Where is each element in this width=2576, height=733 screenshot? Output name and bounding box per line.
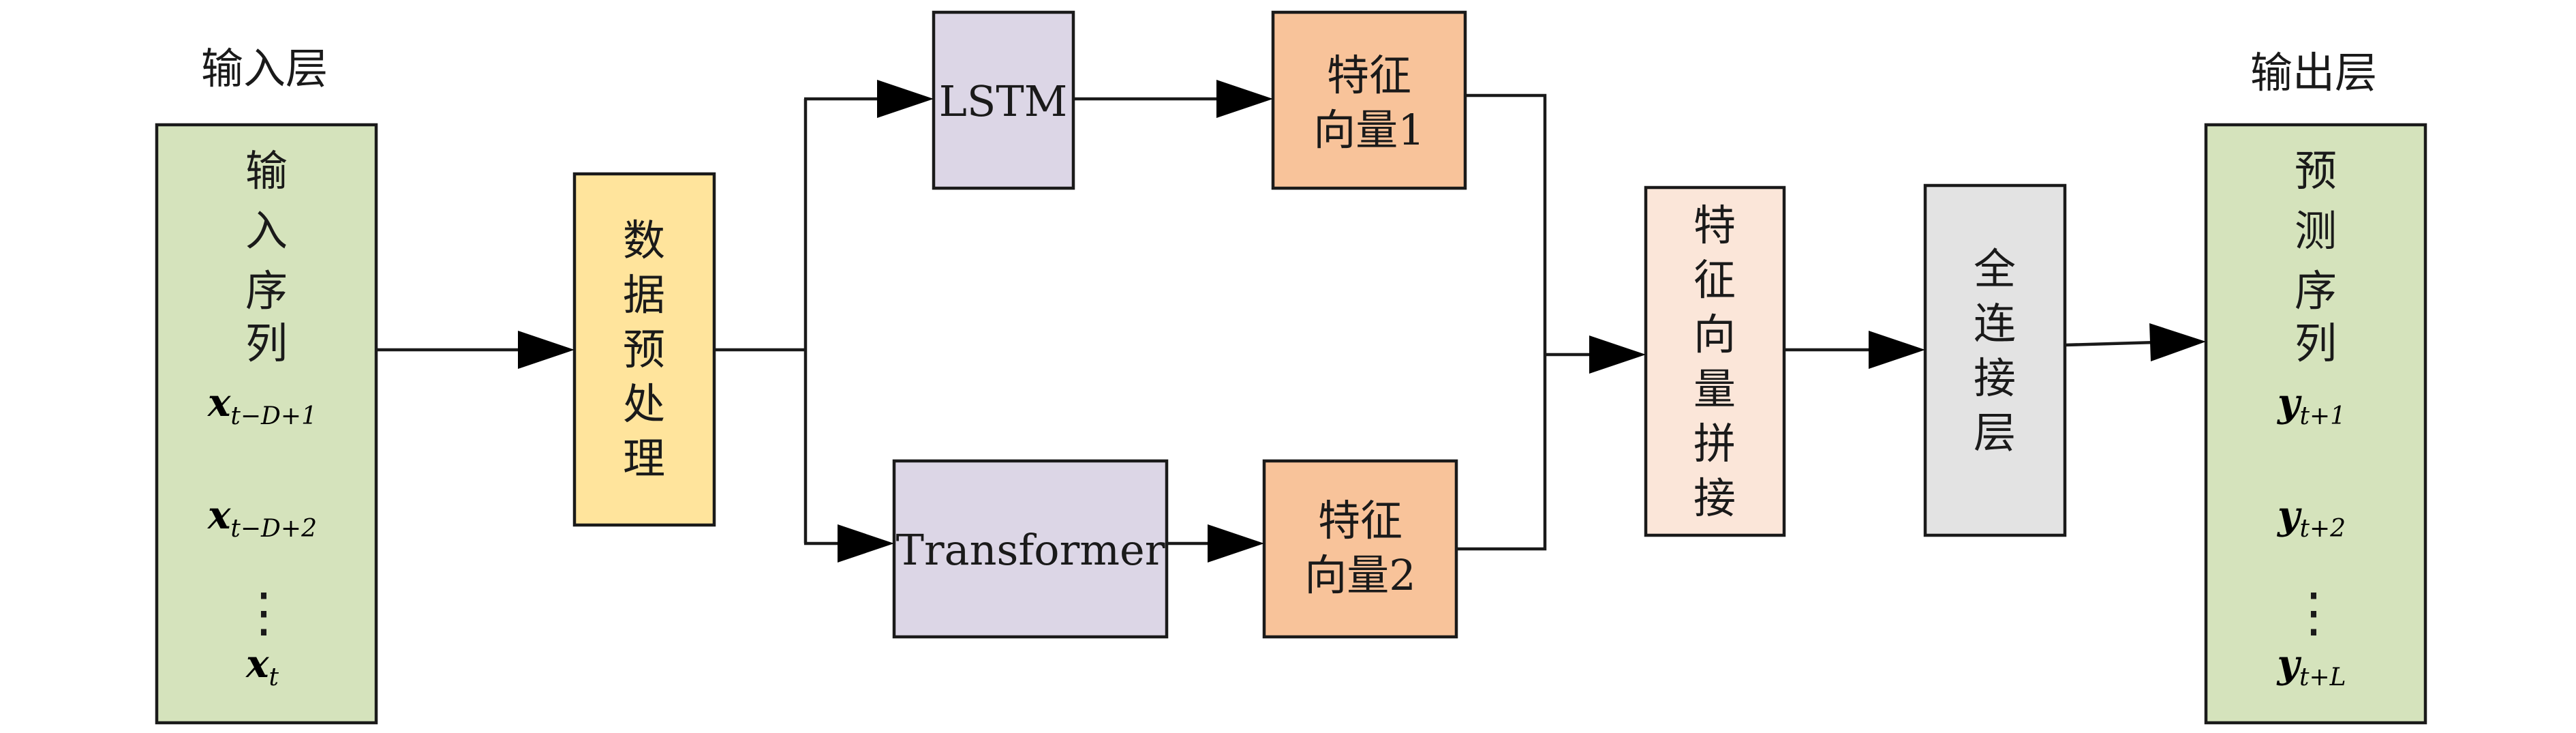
transformer-label: Transformer — [896, 525, 1165, 575]
feature-vector-1-line1: 特征 — [1327, 50, 1411, 100]
arrow-head — [2149, 323, 2206, 361]
concat-char: 特 — [1693, 200, 1736, 250]
connector-dense-output — [2064, 340, 2158, 347]
connector-feature2-merge — [1456, 355, 1547, 551]
input-layer-box: 输 入 序 列 xt−D+1 xt−D+2 ⋮ xt — [155, 123, 378, 725]
output-title-char: 预 — [2295, 146, 2337, 196]
feature-concat-box: 特 征 向 量 拼 接 — [1644, 185, 1786, 537]
input-title-char: 入 — [245, 206, 288, 256]
lstm-box: LSTM — [932, 10, 1075, 190]
concat-char: 拼 — [1693, 419, 1736, 468]
concat-char: 量 — [1693, 364, 1736, 414]
input-title-char: 序 — [245, 266, 288, 316]
arrow-head — [1589, 335, 1646, 374]
concat-char: 征 — [1693, 255, 1736, 305]
feature-vector-2-line1: 特征 — [1318, 496, 1402, 545]
preprocess-char: 预 — [623, 325, 665, 374]
output-term: yt+L — [2275, 642, 2346, 691]
output-ellipsis: ⋮ — [2287, 582, 2340, 644]
dense-char: 全 — [1974, 244, 2016, 294]
input-layer-header: 输入层 — [201, 44, 328, 93]
feature-vector-1-line2: 向量1 — [1313, 105, 1424, 155]
output-title-char: 列 — [2295, 318, 2337, 368]
arrow-head — [1869, 331, 1925, 369]
output-term: yt+1 — [2276, 380, 2346, 430]
arrow-head — [518, 331, 574, 369]
arrow-head — [838, 524, 894, 563]
output-title-char: 测 — [2295, 206, 2337, 256]
dense-char: 层 — [1974, 408, 2016, 458]
preprocess-char: 数 — [623, 215, 665, 265]
preprocess-char: 处 — [623, 379, 665, 429]
preprocess-box: 数 据 预 处 理 — [572, 172, 716, 527]
preprocess-char: 据 — [623, 270, 665, 320]
preprocess-char: 理 — [623, 434, 665, 483]
dense-char: 接 — [1974, 353, 2016, 403]
output-term: yt+2 — [2276, 493, 2346, 543]
input-term: xt — [245, 642, 279, 691]
input-title-char: 输 — [245, 146, 288, 196]
concat-char: 接 — [1693, 473, 1736, 523]
feature-vector-1-box: 特征 向量1 — [1271, 10, 1467, 190]
input-ellipsis: ⋮ — [237, 582, 290, 644]
arrow-head — [1208, 524, 1264, 563]
transformer-box: Transformer — [892, 459, 1169, 639]
arrow-head — [1216, 80, 1273, 118]
output-layer-box: 预 测 序 列 yt+1 yt+2 ⋮ yt+L — [2204, 123, 2427, 725]
lstm-label: LSTM — [939, 76, 1067, 126]
fully-connected-box: 全 连 接 层 — [1923, 183, 2067, 537]
feature-vector-2-line2: 向量2 — [1304, 550, 1415, 600]
input-term: xt−D+2 — [207, 493, 317, 543]
output-title-char: 序 — [2295, 266, 2337, 316]
input-title-char: 列 — [245, 318, 288, 368]
connectors — [376, 80, 2206, 563]
feature-vector-2-box: 特征 向量2 — [1262, 459, 1458, 639]
dense-char: 连 — [1974, 299, 2016, 348]
connector-feature1-merge — [1465, 93, 1547, 355]
arrow-head — [877, 80, 934, 118]
concat-char: 向 — [1693, 310, 1736, 359]
output-layer-header: 输出层 — [2250, 48, 2377, 98]
input-term: xt−D+1 — [207, 380, 317, 430]
